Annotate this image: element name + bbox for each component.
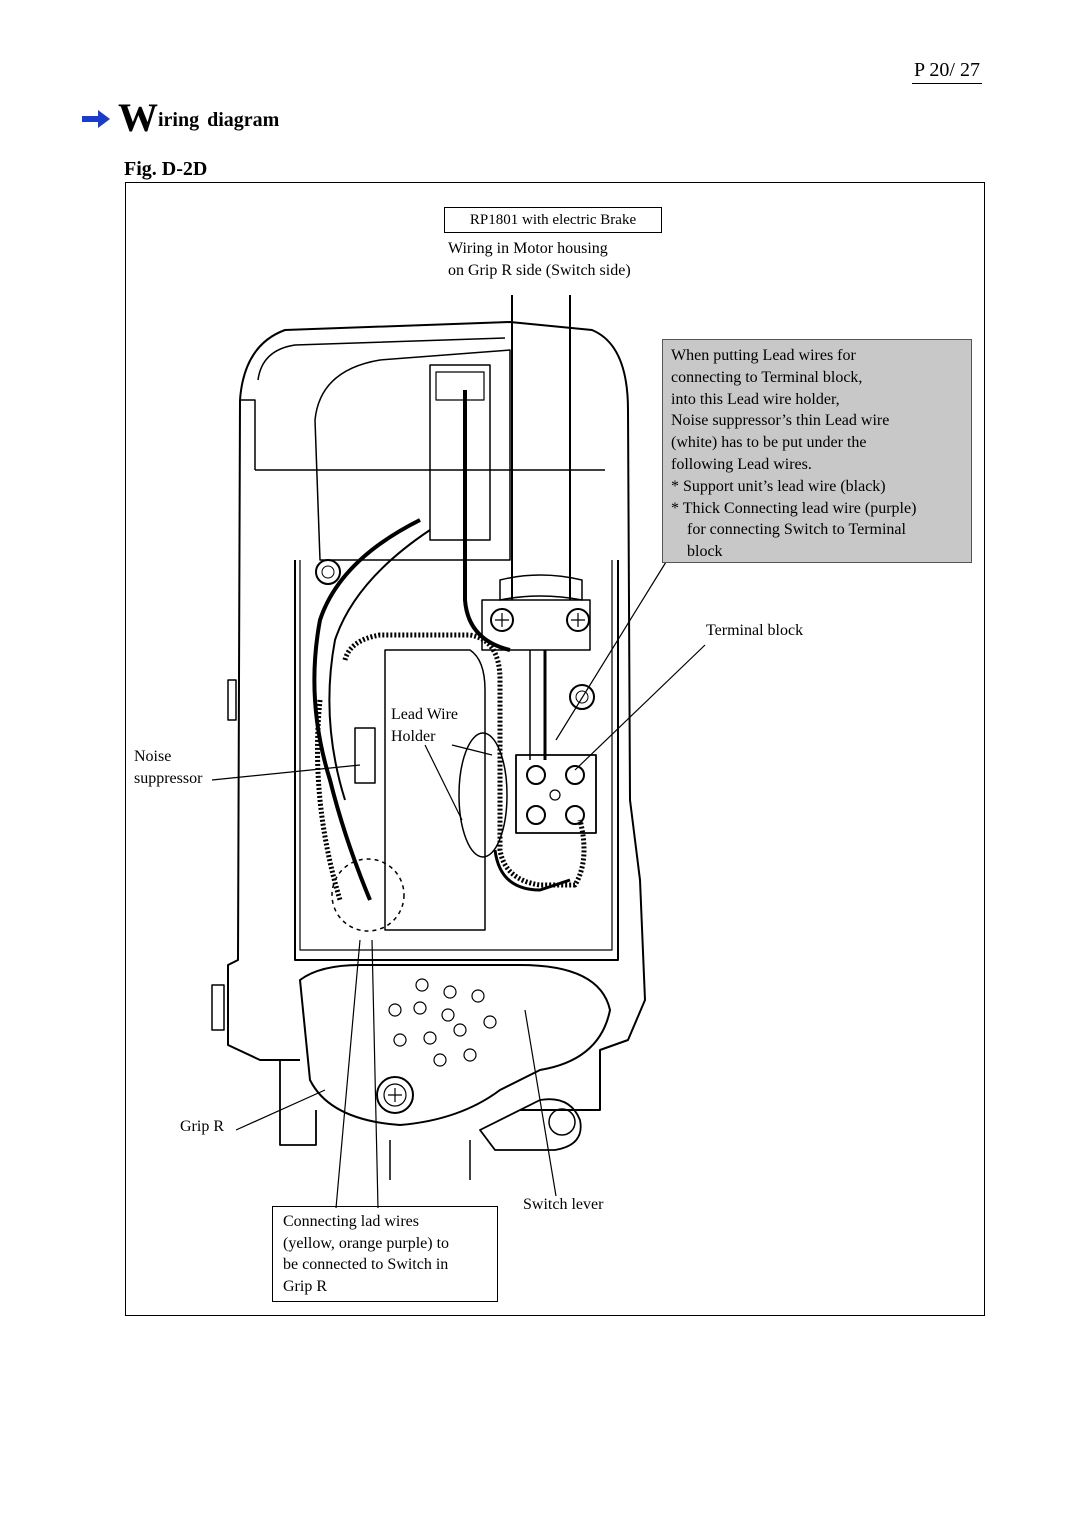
lead-wire-holder-line: Holder (391, 728, 436, 745)
noise-suppressor-label: Noise suppressor (134, 746, 202, 790)
connecting-line: be connected to Switch in (283, 1256, 449, 1273)
noise-suppressor-line: Noise (134, 748, 172, 765)
instruction-line: following Lead wires. (671, 455, 812, 473)
connecting-line: (yellow, orange purple) to (283, 1234, 450, 1252)
switch-lever-label: Switch lever (523, 1196, 604, 1213)
section-title: W iring diagram (82, 98, 279, 138)
lead-wire-holder-line: Lead Wire (391, 706, 459, 723)
model-label: RP1801 with electric Brake (444, 207, 662, 233)
wiring-note-line: Wiring in Motor housing (448, 240, 608, 257)
instruction-line: When putting Lead wires for (671, 347, 856, 364)
lead-wire-holder-label: Lead Wire Holder (391, 704, 458, 748)
figure-label: Fig. D-2D (124, 158, 208, 180)
connecting-line: Grip R (283, 1277, 327, 1295)
title-rest-2: diagram (207, 109, 280, 131)
page-number: P 20/ 27 (912, 58, 982, 84)
terminal-block-label: Terminal block (706, 622, 804, 639)
instruction-line: Noise suppressor’s thin Lead wire (671, 412, 890, 430)
instruction-line: into this Lead wire holder, (671, 390, 840, 408)
wiring-note-line: on Grip R side (Switch side) (448, 262, 631, 279)
instruction-line: connecting to Terminal block, (671, 368, 863, 386)
instruction-callout: When putting Lead wires for connecting t… (662, 339, 972, 563)
instruction-line: * Support unit’s lead wire (black) (671, 477, 886, 495)
figure-frame (125, 182, 985, 1316)
grip-r-label: Grip R (180, 1118, 224, 1135)
wiring-location-note: Wiring in Motor housing on Grip R side (… (448, 238, 631, 282)
title-rest: iring (158, 109, 200, 131)
title-initial: W (118, 95, 158, 140)
noise-suppressor-line: suppressor (134, 770, 203, 787)
instruction-line: * Thick Connecting lead wire (purple) (671, 499, 917, 517)
connecting-line: Connecting lad wires (283, 1213, 419, 1230)
instruction-line: block (687, 543, 723, 561)
instruction-line: (white) has to be put under the (671, 434, 867, 452)
connecting-wires-callout: Connecting lad wires (yellow, orange pur… (272, 1206, 498, 1302)
arrow-right-icon (82, 110, 110, 128)
instruction-line: for connecting Switch to Terminal (687, 521, 906, 539)
